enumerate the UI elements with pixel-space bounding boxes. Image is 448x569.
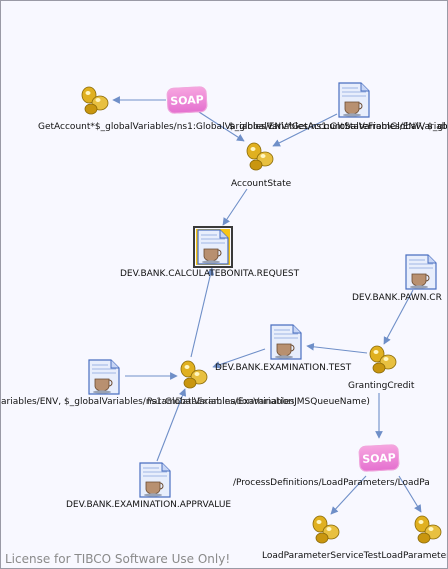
- activity-load-parameter-service[interactable]: [310, 514, 342, 550]
- jms-document-icon[interactable]: [404, 254, 438, 290]
- edge-globaldoc-to-accountstate: [272, 113, 338, 147]
- global-variables-label: $_globalVariables/ns1:GlobalVariables/EN…: [229, 122, 447, 132]
- edge-soap-to-accountstate: [198, 111, 245, 142]
- java-activity-icon: [369, 345, 397, 374]
- pawn-label: DEV.BANK.PAWN.CR: [352, 293, 442, 303]
- jms-document-icon[interactable]: [87, 359, 121, 395]
- jms-document-icon[interactable]: [269, 324, 303, 360]
- edge-soap-to-loadparam: [330, 475, 367, 515]
- jms-document-icon[interactable]: [138, 462, 172, 498]
- activity-account-state-label: AccountState: [231, 179, 292, 189]
- java-activity-icon: [312, 515, 340, 544]
- java-activity-icon: [414, 515, 442, 544]
- edge-granting-to-examtest: [306, 342, 368, 354]
- java-activity-icon: [246, 142, 274, 171]
- edge-apprvalue-to-param: [156, 388, 187, 462]
- edge-accountstate-to-calcrequest: [222, 188, 248, 226]
- activity-load-parameter[interactable]: [412, 514, 444, 550]
- left-document-label: ariables/ENV, $_globalVariables/ns1:Glob…: [1, 397, 370, 407]
- activity-account-state[interactable]: [244, 141, 276, 177]
- activity-granting-credit-label: GrantingCredit: [348, 381, 415, 391]
- activity-granting-credit[interactable]: [367, 344, 399, 380]
- load-parameter-label: LoadParameterServiceTestLoadParameter: [262, 551, 448, 561]
- calculate-request-label: DEV.BANK.CALCULATEBONITA.REQUEST: [120, 269, 300, 279]
- jms-document-icon[interactable]: [337, 82, 371, 118]
- soap-icon[interactable]: SOAP: [166, 85, 208, 115]
- edge-param-to-calcrequest: [190, 267, 215, 358]
- activity-param-examination[interactable]: [178, 359, 210, 395]
- edge-soap-to-loadparam-2: [398, 475, 422, 513]
- license-watermark: License for TIBCO Software Use Only!: [5, 552, 231, 566]
- java-activity-icon: [180, 360, 208, 389]
- activity-get-account-label: GetAccount*$_globalVariables/ns1:GlobalV…: [38, 122, 448, 132]
- load-parameters-soap-label: /ProcessDefinitions/LoadParameters/LoadP…: [233, 478, 430, 488]
- soap-icon[interactable]: SOAP: [358, 443, 400, 473]
- examination-test-label: DEV.BANK.EXAMINATION.TEST: [215, 363, 352, 373]
- edge-examtest-to-param: [212, 348, 266, 369]
- apprvalue-label: DEV.BANK.EXAMINATION.APPRVALUE: [66, 500, 232, 510]
- java-activity-icon: [81, 86, 109, 115]
- edge-pawn-to-granting: [383, 289, 414, 345]
- activity-get-account[interactable]: [79, 85, 111, 121]
- jms-document-icon[interactable]: [193, 226, 233, 268]
- activity-param-examination-label: ParamDataExaminationVariables: [147, 397, 295, 407]
